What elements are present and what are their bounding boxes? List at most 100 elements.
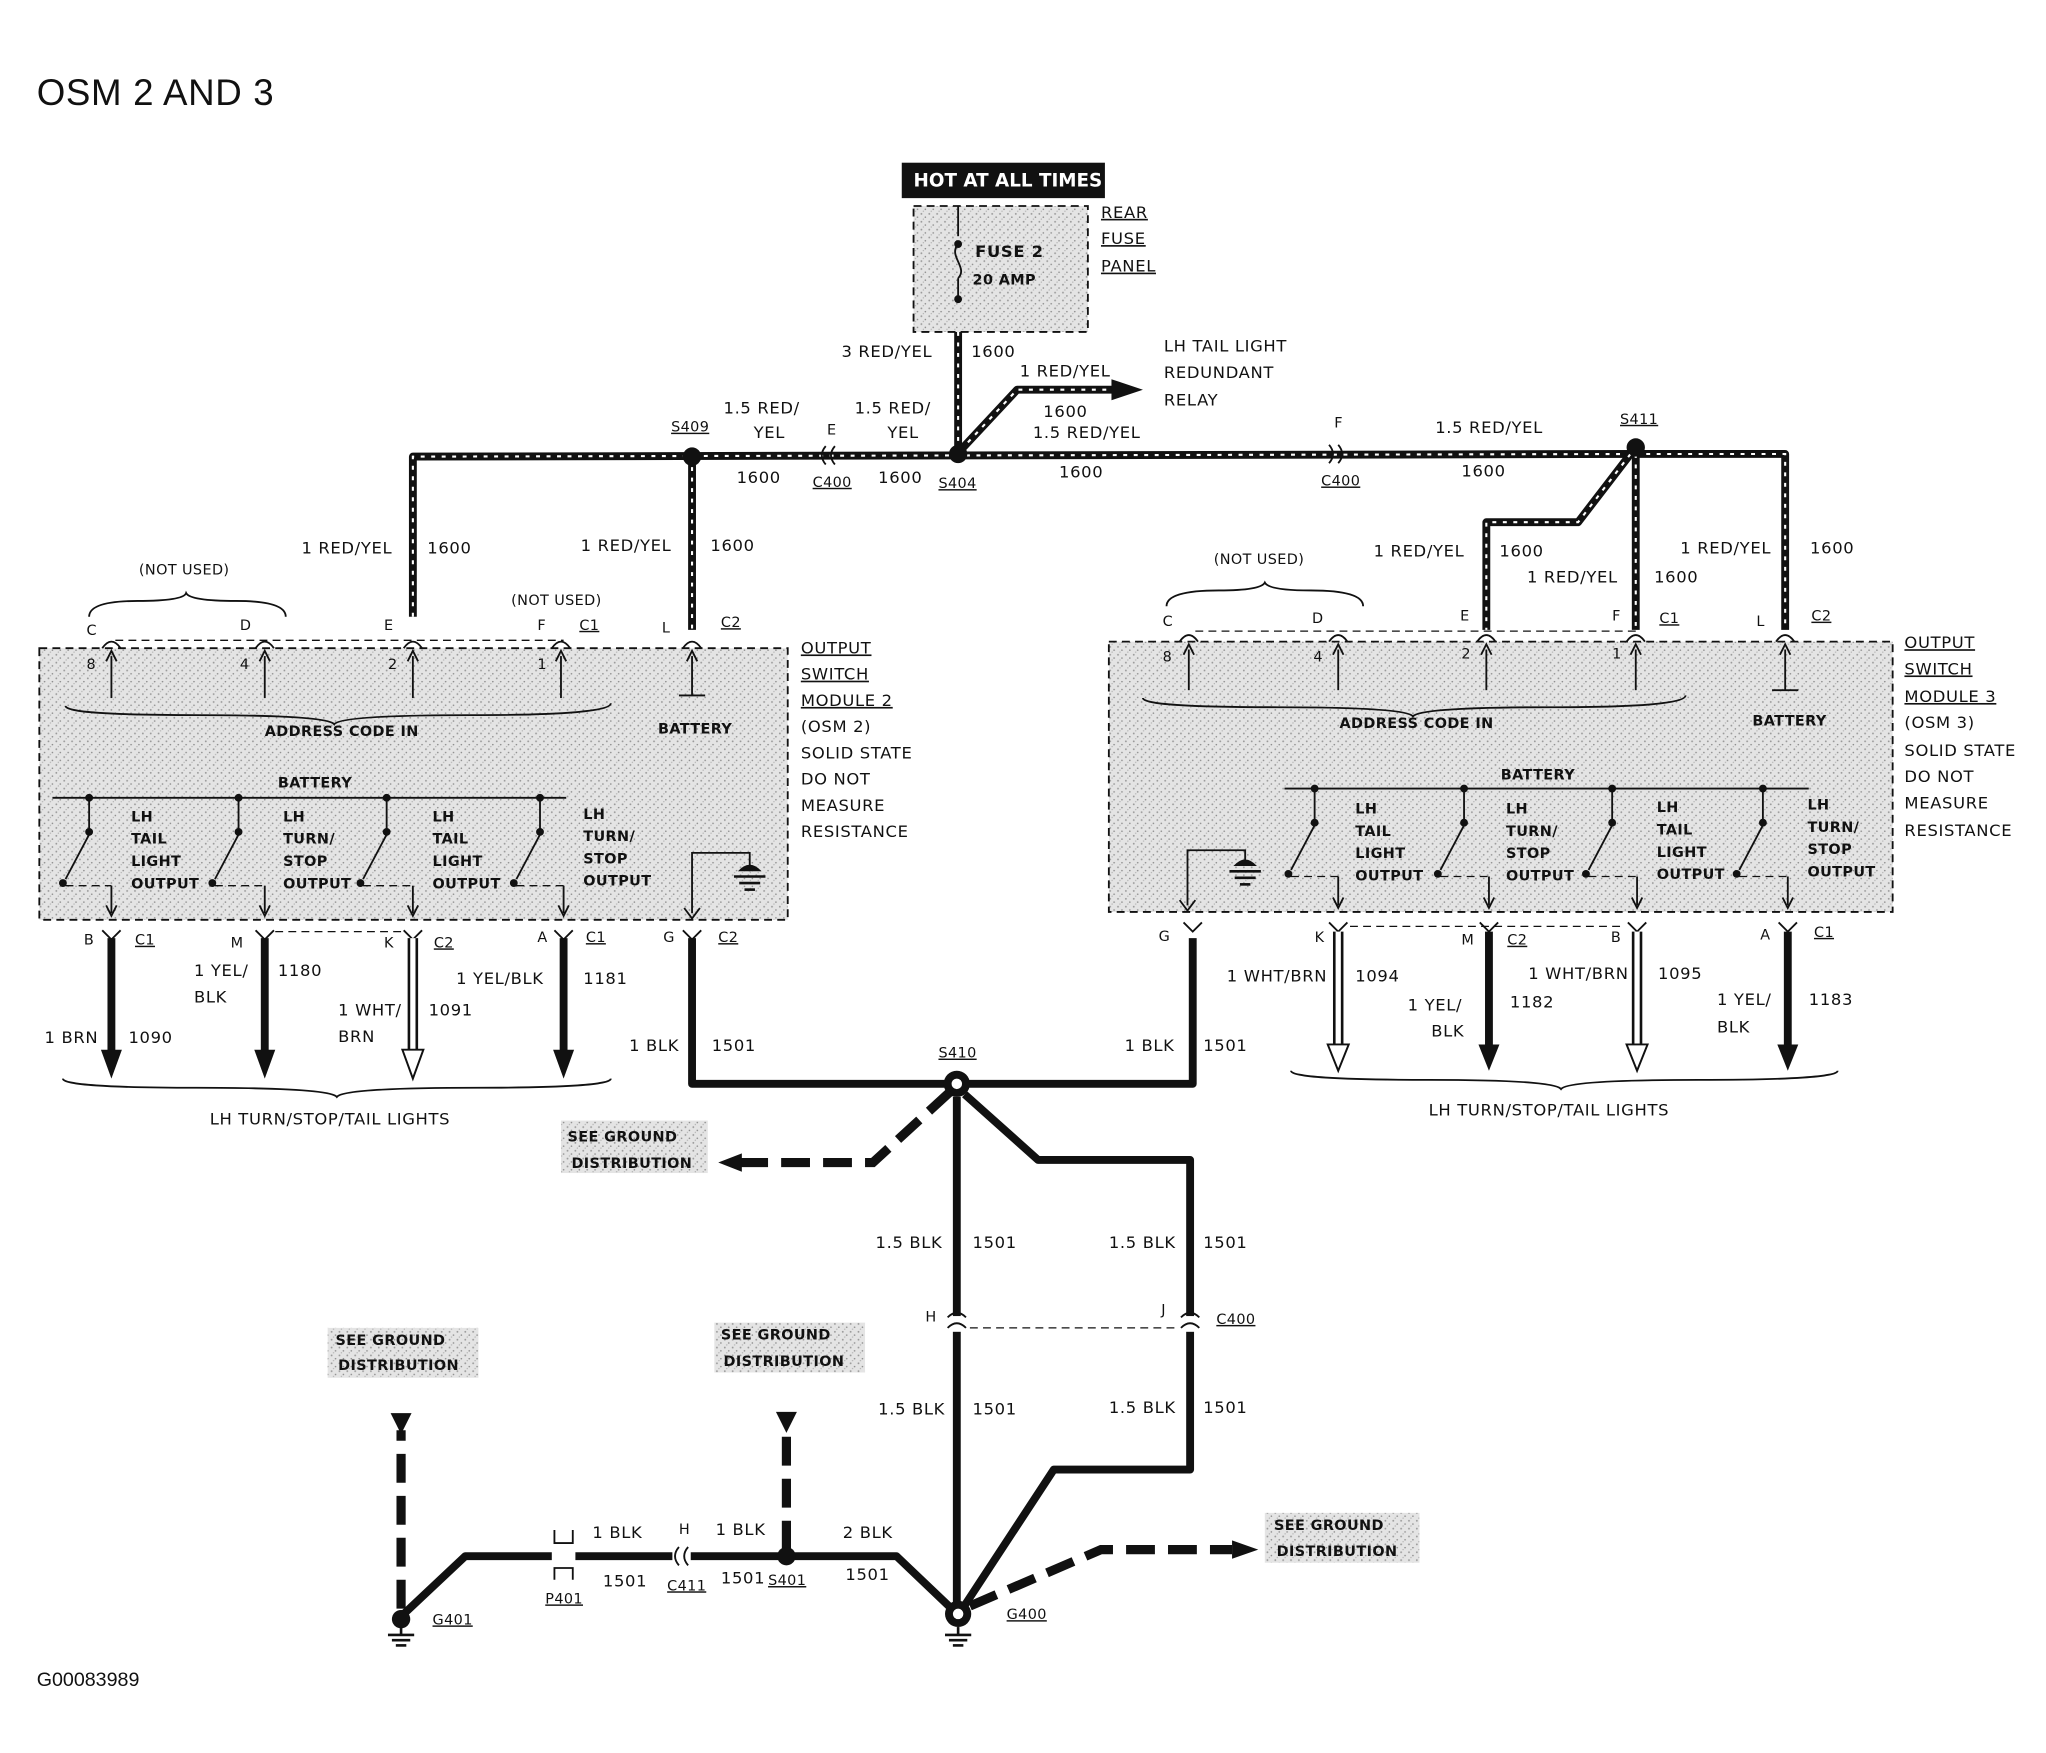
osm2-internal-ground-icon — [733, 864, 766, 891]
osm3-gnd-size: 1 BLK — [1125, 1036, 1176, 1055]
osm3-switch-2 — [1433, 784, 1489, 878]
osm3-feed-l-circuit: 1600 — [1810, 539, 1854, 558]
osm3-lights-label: LH TURN/STOP/TAIL LIGHTS — [1429, 1100, 1670, 1119]
osm2-battery-label-mid: BATTERY — [278, 775, 352, 791]
osm3-w4-size: 1 YEL/ — [1717, 990, 1772, 1009]
connector-c400-ground: H J C400 — [925, 1303, 1255, 1332]
osm3-feed-f-size: 1 RED/YEL — [1527, 568, 1618, 587]
rear-fuse-panel-box — [912, 205, 1089, 333]
relay-label-3: RELAY — [1164, 390, 1219, 409]
c2-wire-size-2: YEL — [886, 423, 919, 442]
osm2-switch-4 — [509, 793, 564, 887]
osm3-w4-size2: BLK — [1717, 1018, 1751, 1037]
osm3-w2-size: 1 YEL/ — [1408, 995, 1463, 1014]
osm2-w4-size: 1 YEL/BLK — [456, 969, 544, 988]
osm2-pin-e: E — [384, 618, 393, 634]
hot-at-all-times-label: HOT AT ALL TIMES — [914, 170, 1103, 191]
ground-ref-g401: SEE GROUND DISTRIBUTION — [327, 1327, 479, 1378]
osm2-w3-size2: BRN — [338, 1027, 375, 1046]
splice-s401 — [777, 1546, 796, 1566]
c411-pin-h: H — [679, 1522, 690, 1538]
osm2-w2-size2: BLK — [194, 987, 228, 1006]
osm2-out2-l3: STOP — [283, 854, 328, 870]
osm2-bpin-b: B — [84, 933, 94, 949]
splice-s411 — [1626, 438, 1645, 457]
c411-label: C411 — [667, 1578, 706, 1594]
gnd-lower-left-circuit: 1501 — [973, 1399, 1017, 1418]
connector-c400-left: E C400 — [813, 422, 852, 490]
osm3-gnd-circuit: 1501 — [1203, 1036, 1247, 1055]
osm2-out2-l4: OUTPUT — [283, 876, 351, 892]
osm3-label-3: MODULE 3 — [1904, 687, 1996, 706]
osm3-label-1: OUTPUT — [1904, 633, 1975, 652]
osm3-c2-top: C2 — [1811, 609, 1831, 625]
gnd-lower-right-size: 1.5 BLK — [1109, 1398, 1177, 1417]
osm3-pin-number-4: 4 — [1313, 649, 1323, 665]
osm3-pin-c: C — [1163, 614, 1173, 630]
c400-pin-h: H — [925, 1309, 936, 1325]
osm3-label-8: RESISTANCE — [1904, 821, 2012, 840]
osm3-switch-1 — [1284, 784, 1339, 878]
c400-ground-label: C400 — [1216, 1312, 1255, 1328]
hot-at-all-times-banner — [901, 162, 1105, 199]
ground-g400-icon — [945, 1600, 972, 1647]
osm2-bc1-1: C1 — [135, 933, 155, 949]
splice-s404 — [948, 444, 968, 464]
osm2-switch-1 — [58, 793, 112, 887]
osm3-battery-label-top: BATTERY — [1752, 714, 1826, 730]
c400-right-label: C400 — [1321, 473, 1360, 489]
relay-arrow-icon — [1111, 379, 1143, 401]
osm3-pin-f: F — [1612, 609, 1621, 625]
osm3-w2-size2: BLK — [1431, 1022, 1465, 1041]
osm3-box — [1107, 640, 1894, 913]
osm2-label-4: (OSM 2) — [801, 717, 871, 736]
osm2-label-3: MODULE 2 — [801, 691, 893, 710]
osm3-out1-l2: TAIL — [1355, 824, 1391, 840]
osm3-pin-e: E — [1460, 609, 1469, 625]
p401-label: P401 — [545, 1591, 583, 1607]
osm3-label-5: SOLID STATE — [1904, 741, 2016, 760]
osm3-bc1: C1 — [1814, 925, 1834, 941]
osm3-feed-f-circuit: 1600 — [1654, 568, 1698, 587]
osm2-w1-circuit: 1090 — [128, 1028, 172, 1047]
gnd-g400-size: 2 BLK — [843, 1523, 894, 1542]
relay-label-2: REDUNDANT — [1164, 363, 1275, 382]
osm2-pin-l: L — [662, 620, 670, 636]
c400-pin-e: E — [827, 422, 836, 438]
splice-s411-label: S411 — [1620, 412, 1658, 428]
splice-s410-label: S410 — [938, 1046, 976, 1062]
osm3-feed-e-circuit: 1600 — [1499, 541, 1543, 560]
osm2-label-8: RESISTANCE — [801, 822, 909, 841]
gnd-lower-left-size: 1.5 BLK — [878, 1399, 946, 1418]
osm2-switch-2 — [208, 793, 265, 887]
osm3-out4-l4: OUTPUT — [1807, 864, 1875, 880]
osm2-out1-l2: TAIL — [131, 832, 167, 848]
osm2-label-1: OUTPUT — [801, 638, 872, 657]
ground-ref-right-line2: DISTRIBUTION — [1277, 1544, 1398, 1560]
power-source: HOT AT ALL TIMES FUSE 2 20 AMP REAR FUSE… — [901, 162, 1156, 333]
osm2-out3-l3: LIGHT — [433, 854, 483, 870]
osm3-bpin-m: M — [1461, 933, 1474, 949]
rear-fuse-panel-label-2: FUSE — [1101, 229, 1146, 248]
osm2-bpin-g: G — [663, 930, 675, 946]
osm2-pin-number-2: 2 — [388, 657, 398, 673]
gnd-bottom-size-2: 1 BLK — [716, 1520, 767, 1539]
fuse-rating: 20 AMP — [973, 273, 1036, 289]
osm2-out1-l1: LH — [131, 809, 153, 825]
osm3-bpin-a: A — [1760, 927, 1770, 943]
c1-wire-size-2: YEL — [753, 423, 786, 442]
gnd-g400-circuit: 1501 — [845, 1565, 889, 1584]
osm2-out1-l4: OUTPUT — [131, 876, 199, 892]
osm3-feed-l-size: 1 RED/YEL — [1680, 539, 1771, 558]
osm2-pin-number-8: 8 — [87, 657, 97, 673]
osm3-out2-l4: OUTPUT — [1506, 868, 1574, 884]
c400-left-label: C400 — [813, 475, 852, 491]
osm2-w1-size: 1 BRN — [45, 1028, 99, 1047]
osm2-address-code-label: ADDRESS CODE IN — [265, 724, 419, 740]
gnd-lower-right-circuit: 1501 — [1203, 1398, 1247, 1417]
osm3-out4-l1: LH — [1807, 798, 1829, 814]
osm2-w4-circuit: 1181 — [583, 969, 627, 988]
osm2-out4-l3: STOP — [583, 851, 628, 867]
osm2-pin-d: D — [240, 618, 251, 634]
osm3-pin-number-1: 1 — [1612, 647, 1622, 663]
